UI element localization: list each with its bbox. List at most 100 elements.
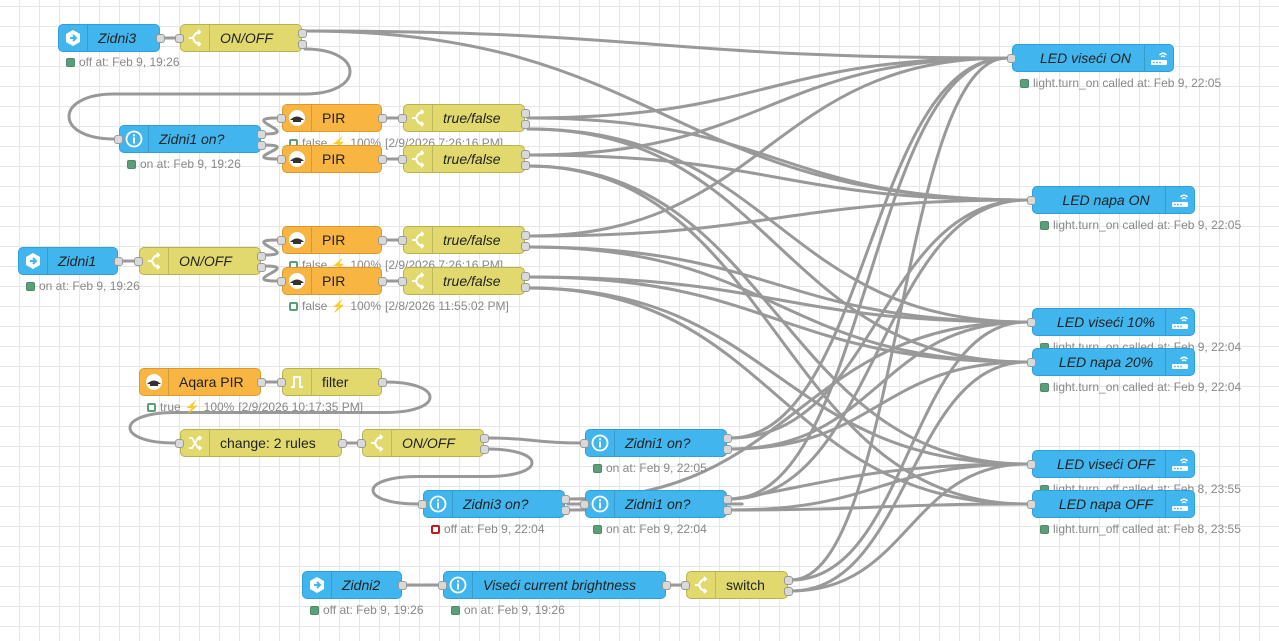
input-port[interactable] — [277, 236, 286, 245]
viseci-brightness-node[interactable]: Viseći current brightness — [438, 571, 671, 599]
tf1-switch-node[interactable]: true/false — [398, 104, 530, 132]
pir4-sensor-node[interactable]: PIR — [277, 267, 387, 295]
motion-sensor-icon — [283, 268, 312, 294]
output-port[interactable] — [378, 277, 387, 286]
output-port-1[interactable] — [784, 576, 793, 585]
node-label: filter — [322, 374, 349, 390]
aqara-pir-sensor-node[interactable]: Aqara PIR — [139, 368, 266, 396]
info-icon — [586, 430, 615, 456]
input-port[interactable] — [114, 135, 123, 144]
output-port-1[interactable] — [257, 130, 266, 139]
led-napa-on-node[interactable]: LED napa ON — [1027, 186, 1195, 214]
output-port-1[interactable] — [521, 272, 530, 281]
input-port[interactable] — [277, 378, 286, 387]
input-port[interactable] — [1027, 460, 1036, 469]
input-port[interactable] — [1027, 196, 1036, 205]
change-node[interactable]: change: 2 rules — [175, 429, 347, 457]
zidni1-event-node[interactable]: Zidni1 — [18, 247, 123, 275]
output-port-2[interactable] — [298, 40, 307, 49]
output-port-2[interactable] — [257, 141, 266, 150]
onoff2-switch-node[interactable]: ON/OFF — [134, 247, 266, 275]
output-port-1[interactable] — [521, 150, 530, 159]
output-port-2[interactable] — [723, 445, 732, 454]
led-napa-20-node[interactable]: LED napa 20% — [1027, 348, 1195, 376]
output-port-2[interactable] — [521, 161, 530, 170]
output-port[interactable] — [114, 257, 123, 266]
input-port[interactable] — [1007, 54, 1016, 63]
output-port-1[interactable] — [723, 434, 732, 443]
output-port[interactable] — [662, 581, 671, 590]
output-port-1[interactable] — [298, 29, 307, 38]
zidni2-event-node[interactable]: Zidni2 — [302, 571, 407, 599]
input-port[interactable] — [398, 277, 407, 286]
pir2-sensor-node[interactable]: PIR — [277, 145, 387, 173]
led-viseci-off-node[interactable]: LED viseći OFF — [1027, 450, 1195, 478]
input-port[interactable] — [1027, 500, 1036, 509]
output-port[interactable] — [398, 581, 407, 590]
output-port-2[interactable] — [480, 445, 489, 454]
zidni1-on-top-node[interactable]: Zidni1 on? — [114, 125, 266, 153]
output-port-1[interactable] — [561, 495, 570, 504]
output-port-1[interactable] — [480, 434, 489, 443]
filter-node[interactable]: filter — [277, 368, 387, 396]
output-port-1[interactable] — [723, 495, 732, 504]
input-port[interactable] — [580, 439, 589, 448]
output-port-1[interactable] — [521, 109, 530, 118]
node-label: PIR — [322, 151, 346, 167]
input-port[interactable] — [175, 34, 184, 43]
tf4-switch-node[interactable]: true/false — [398, 267, 530, 295]
input-port[interactable] — [134, 257, 143, 266]
output-port-2[interactable] — [521, 120, 530, 129]
zidni1-on-mid-node[interactable]: Zidni1 on? — [580, 429, 732, 457]
tf2-switch-node[interactable]: true/false — [398, 145, 530, 173]
onoff3-switch-node[interactable]: ON/OFF — [357, 429, 489, 457]
output-port[interactable] — [338, 439, 347, 448]
onoff1-switch-node[interactable]: ON/OFF — [175, 24, 307, 52]
led-viseci-10-node[interactable]: LED viseći 10% — [1027, 308, 1195, 336]
output-port[interactable] — [378, 155, 387, 164]
output-port-2[interactable] — [521, 283, 530, 292]
output-port-1[interactable] — [521, 231, 530, 240]
status-dot — [451, 605, 460, 615]
zidni3-on-node[interactable]: Zidni3 on? — [418, 490, 570, 518]
output-port-1[interactable] — [257, 252, 266, 261]
input-port[interactable] — [438, 581, 447, 590]
output-port[interactable] — [378, 114, 387, 123]
filter-icon — [283, 369, 312, 395]
pir3-sensor-node[interactable]: PIR — [277, 226, 387, 254]
input-port[interactable] — [1027, 318, 1036, 327]
output-port[interactable] — [257, 378, 266, 387]
status-dot — [147, 402, 156, 412]
router-icon — [1165, 349, 1194, 375]
output-port-2[interactable] — [723, 506, 732, 515]
input-port[interactable] — [398, 236, 407, 245]
output-port[interactable] — [378, 236, 387, 245]
input-port[interactable] — [398, 114, 407, 123]
output-port[interactable] — [378, 378, 387, 387]
input-port[interactable] — [398, 155, 407, 164]
node-label: Aqara PIR — [179, 374, 244, 390]
switch-node[interactable]: switch — [681, 571, 793, 599]
input-port[interactable] — [277, 277, 286, 286]
led-viseci-on-node[interactable]: LED viseći ON — [1007, 44, 1174, 72]
bolt-icon: ⚡ — [184, 400, 200, 414]
output-port-2[interactable] — [561, 506, 570, 515]
input-port[interactable] — [277, 114, 286, 123]
node-label: Zidni3 — [98, 30, 137, 46]
output-port-2[interactable] — [521, 242, 530, 251]
input-port[interactable] — [681, 581, 690, 590]
input-port[interactable] — [357, 439, 366, 448]
tf3-switch-node[interactable]: true/false — [398, 226, 530, 254]
input-port[interactable] — [277, 155, 286, 164]
input-port[interactable] — [580, 500, 589, 509]
led-napa-off-node[interactable]: LED napa OFF — [1027, 490, 1195, 518]
pir1-sensor-node[interactable]: PIR — [277, 104, 387, 132]
output-port-2[interactable] — [784, 587, 793, 596]
output-port[interactable] — [156, 34, 165, 43]
output-port-2[interactable] — [257, 263, 266, 272]
zidni3-event-node[interactable]: Zidni3 — [58, 24, 165, 52]
input-port[interactable] — [418, 500, 427, 509]
input-port[interactable] — [1027, 358, 1036, 367]
input-port[interactable] — [175, 439, 184, 448]
zidni1-on-low-node[interactable]: Zidni1 on? — [580, 490, 732, 518]
